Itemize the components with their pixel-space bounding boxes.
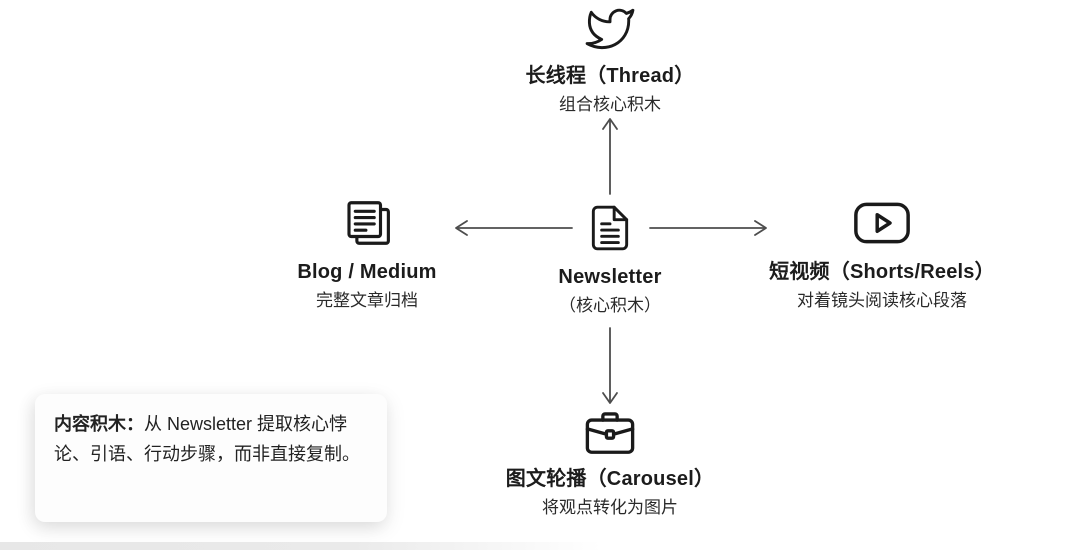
- node-shorts: 短视频（Shorts/Reels） 对着镜头阅读核心段落: [732, 194, 1032, 312]
- node-newsletter: Newsletter （核心积木）: [460, 199, 760, 317]
- node-blog-subtitle: 完整文章归档: [316, 291, 418, 310]
- node-blog-title: Blog / Medium: [297, 261, 437, 283]
- note-label: 内容积木：: [54, 414, 144, 434]
- arrow-down: [602, 327, 618, 404]
- note-text: 从 Newsletter 提取核心悖论、引语、行动步骤，而非直接复制。: [54, 414, 360, 465]
- note-card: 内容积木：从 Newsletter 提取核心悖论、引语、行动步骤，而非直接复制。: [35, 394, 387, 522]
- node-shorts-subtitle: 对着镜头阅读核心段落: [797, 291, 967, 310]
- document-icon: [460, 199, 760, 257]
- note-text-paragraph: 内容积木：从 Newsletter 提取核心悖论、引语、行动步骤，而非直接复制。: [54, 409, 368, 469]
- briefcase-icon: [460, 405, 760, 459]
- node-thread-title: 长线程（Thread）: [525, 65, 695, 87]
- video-play-icon: [732, 194, 1032, 252]
- node-blog: Blog / Medium 完整文章归档: [217, 194, 517, 312]
- twitter-bird-icon: [460, 2, 760, 56]
- node-newsletter-title: Newsletter: [558, 266, 662, 288]
- bottom-strip: [0, 542, 640, 550]
- node-newsletter-subtitle: （核心积木）: [559, 296, 661, 315]
- node-thread-subtitle: 组合核心积木: [559, 95, 661, 114]
- arrow-right: [649, 220, 767, 236]
- arrow-left: [455, 220, 573, 236]
- node-shorts-title: 短视频（Shorts/Reels）: [769, 261, 995, 283]
- arrow-up: [602, 118, 618, 195]
- node-carousel: 图文轮播（Carousel） 将观点转化为图片: [460, 405, 760, 519]
- stacked-documents-icon: [217, 194, 517, 252]
- node-thread: 长线程（Thread） 组合核心积木: [460, 2, 760, 116]
- node-carousel-title: 图文轮播（Carousel）: [505, 468, 715, 490]
- node-carousel-subtitle: 将观点转化为图片: [542, 498, 678, 517]
